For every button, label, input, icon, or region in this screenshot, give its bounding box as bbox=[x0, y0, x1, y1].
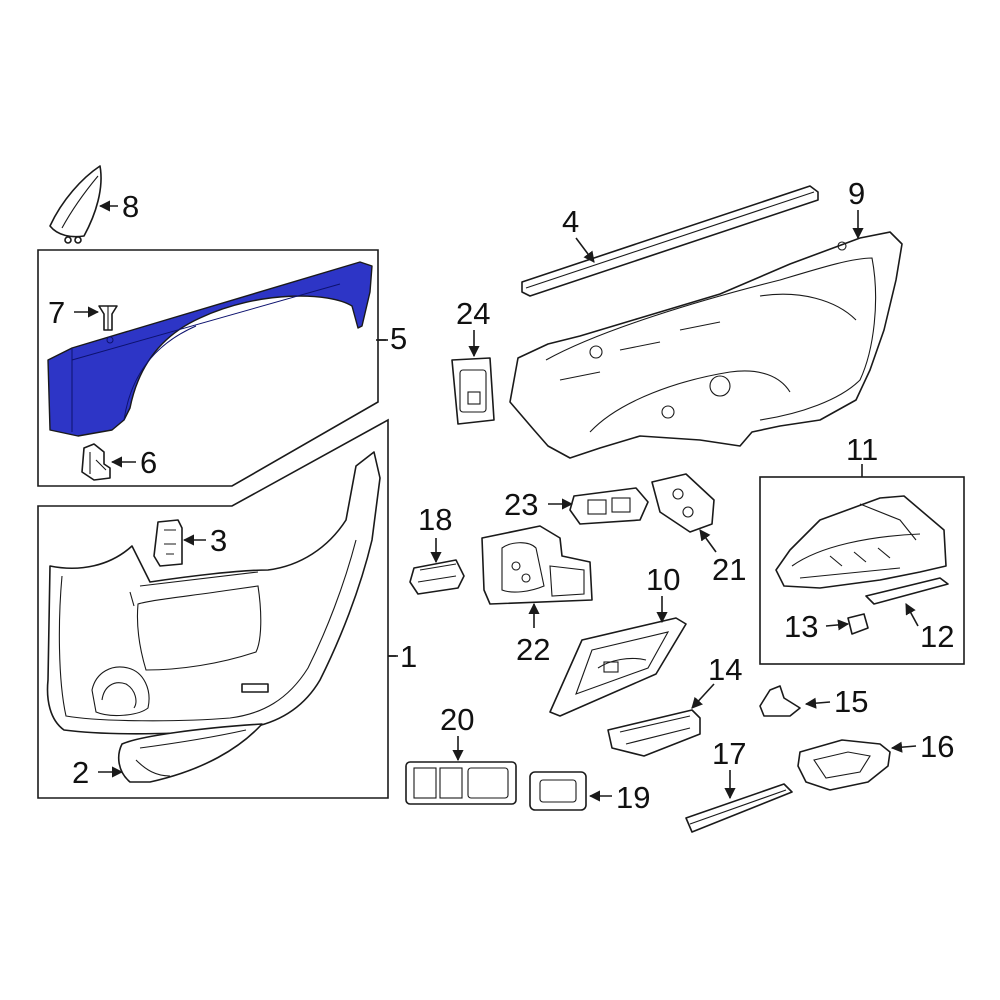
callout-4[interactable]: 4 bbox=[562, 204, 579, 239]
part-10-handle-bezel[interactable] bbox=[549, 617, 687, 717]
callout-15[interactable]: 15 bbox=[834, 684, 868, 719]
part-4-belt-molding[interactable] bbox=[521, 185, 819, 297]
callout-labels: 8 7 5 6 3 1 2 4 9 24 18 23 21 22 10 11 1… bbox=[48, 176, 954, 815]
callout-14[interactable]: 14 bbox=[708, 652, 742, 687]
callout-6[interactable]: 6 bbox=[140, 445, 157, 480]
part-7-clip[interactable] bbox=[98, 305, 118, 331]
part-18-switch[interactable] bbox=[409, 559, 465, 595]
callout-9[interactable]: 9 bbox=[848, 176, 865, 211]
part-9-door-carrier[interactable] bbox=[509, 231, 903, 459]
part-15-bracket[interactable] bbox=[759, 685, 801, 717]
part-3-switch-housing[interactable] bbox=[153, 519, 183, 567]
callout-11[interactable]: 11 bbox=[846, 432, 878, 467]
callout-1[interactable]: 1 bbox=[400, 639, 417, 674]
group-box-5 bbox=[37, 249, 379, 487]
part-13-clip[interactable] bbox=[847, 613, 869, 635]
part-16-inner-handle[interactable] bbox=[797, 739, 891, 791]
callout-19[interactable]: 19 bbox=[616, 780, 650, 815]
part-22-seat-switch-panel[interactable] bbox=[481, 525, 593, 605]
part-6-bracket[interactable] bbox=[81, 443, 111, 481]
callout-5[interactable]: 5 bbox=[390, 321, 407, 356]
part-11-console-trim[interactable] bbox=[775, 495, 947, 589]
callout-2[interactable]: 2 bbox=[72, 755, 89, 790]
group-box-1 bbox=[37, 418, 389, 799]
callout-12[interactable]: 12 bbox=[920, 619, 954, 654]
part-8-corner-trim[interactable] bbox=[49, 165, 102, 244]
callout-21[interactable]: 21 bbox=[712, 552, 746, 587]
callout-10[interactable]: 10 bbox=[646, 562, 680, 597]
part-12-trim-strip[interactable] bbox=[865, 577, 949, 605]
callout-20[interactable]: 20 bbox=[440, 702, 474, 737]
part-23-switch[interactable] bbox=[569, 487, 649, 525]
part-1-door-trim-panel[interactable] bbox=[46, 451, 381, 735]
callout-18[interactable]: 18 bbox=[418, 502, 452, 537]
callout-17[interactable]: 17 bbox=[712, 736, 746, 771]
part-21-switch[interactable] bbox=[651, 473, 715, 533]
callout-7[interactable]: 7 bbox=[48, 295, 65, 330]
callout-24[interactable]: 24 bbox=[456, 296, 490, 331]
part-19-switch[interactable] bbox=[529, 771, 587, 811]
part-24-switch[interactable] bbox=[451, 357, 495, 425]
callout-13[interactable]: 13 bbox=[784, 609, 818, 644]
callout-8[interactable]: 8 bbox=[122, 189, 139, 224]
callout-22[interactable]: 22 bbox=[516, 632, 550, 667]
callout-16[interactable]: 16 bbox=[920, 729, 954, 764]
part-5-upper-trim-panel[interactable] bbox=[47, 261, 373, 437]
callout-23[interactable]: 23 bbox=[504, 487, 538, 522]
part-20-window-switch[interactable] bbox=[405, 761, 517, 805]
leader-lines bbox=[74, 200, 919, 802]
part-14-switch-panel[interactable] bbox=[607, 709, 701, 757]
part-17-trim-strip[interactable] bbox=[685, 783, 793, 833]
callout-3[interactable]: 3 bbox=[210, 523, 227, 558]
